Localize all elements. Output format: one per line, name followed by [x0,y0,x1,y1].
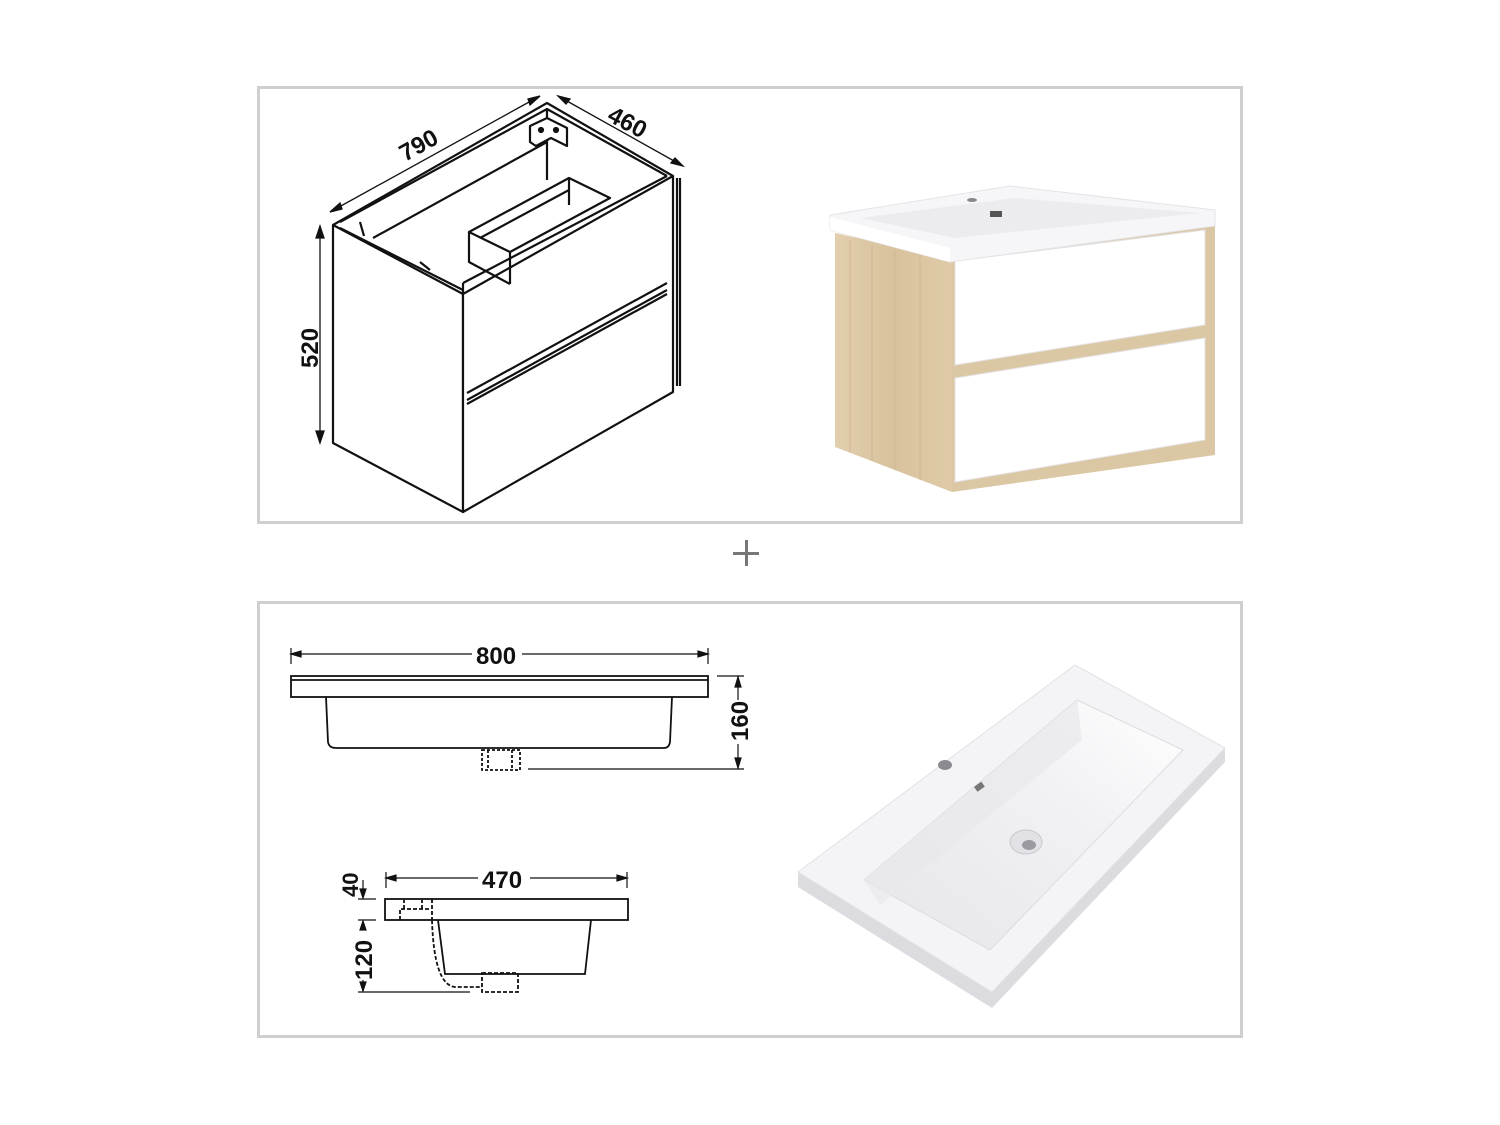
basin-bowl-label: 120 [351,940,378,980]
basin-rim-label: 40 [338,873,363,897]
basin-width-label: 800 [476,643,516,670]
basin-height-label: 160 [727,701,754,741]
cabinet-height-label: 520 [297,328,324,368]
plus-icon [733,540,759,566]
basin-depth-label: 470 [482,867,522,894]
